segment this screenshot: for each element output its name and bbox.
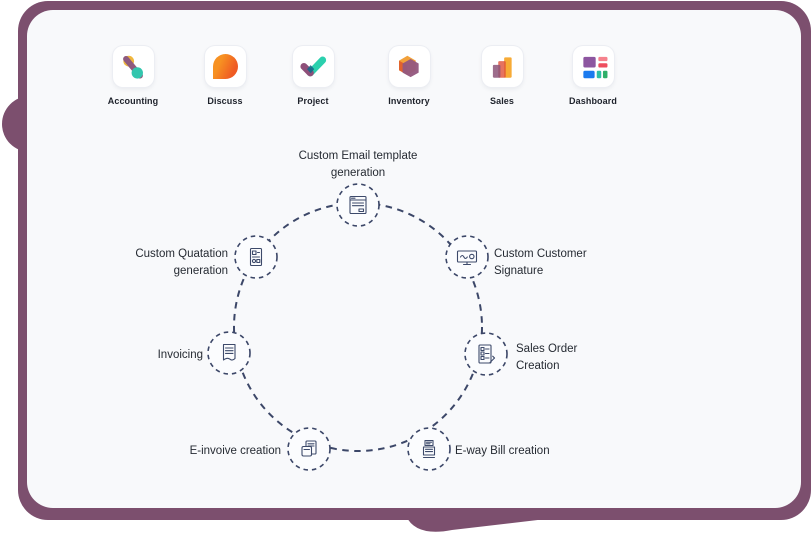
flow-label-quotation: Custom Quatation generation	[135, 246, 228, 280]
flow-label-line: Custom Customer	[494, 248, 587, 260]
discuss-icon	[212, 54, 238, 79]
flow-label-line: Signature	[494, 265, 544, 277]
app-sales[interactable]: Sales	[457, 46, 547, 106]
app-tile[interactable]	[292, 46, 334, 87]
email-template-icon	[349, 195, 367, 215]
e-invoice-icon	[301, 440, 317, 457]
app-label: Dashboard	[569, 96, 617, 106]
app-label: Discuss	[207, 96, 243, 106]
flow-label-eway-bill: E-way Bill creation	[455, 443, 550, 460]
app-accounting[interactable]: Accounting	[88, 46, 178, 106]
flow-ring	[233, 202, 483, 452]
flow-label-sales-order: Sales Order Creation	[516, 341, 577, 375]
flow-label-line: E-invoive creation	[189, 445, 281, 457]
sales-icon	[492, 56, 512, 78]
accounting-icon	[123, 55, 143, 79]
sales-order-icon	[478, 344, 496, 364]
flow-label-line: Creation	[516, 360, 560, 372]
inventory-icon	[399, 55, 419, 77]
app-tile[interactable]	[112, 46, 154, 87]
quotation-icon	[249, 247, 263, 267]
app-tile[interactable]	[481, 46, 523, 87]
app-label: Sales	[489, 96, 515, 106]
app-inventory[interactable]: Inventory	[364, 46, 454, 106]
app-label: Project	[297, 96, 329, 106]
invoicing-icon	[222, 343, 236, 361]
flow-label-line: Custom Quatation	[135, 248, 228, 260]
flow-label-line: Custom Email template	[298, 150, 418, 162]
app-tile[interactable]	[572, 46, 614, 87]
flow-label-line: Invoicing	[157, 349, 203, 361]
flow-label-email-template: Custom Email template generation	[278, 148, 438, 182]
app-label: Accounting	[107, 96, 159, 106]
e-way-bill-icon	[422, 439, 436, 459]
flow-label-invoicing: Invoicing	[158, 347, 203, 364]
flow-label-line: generation	[173, 265, 228, 277]
dashboard-icon	[583, 56, 608, 78]
app-tile[interactable]	[388, 46, 430, 87]
app-project[interactable]: Project	[268, 46, 358, 106]
app-discuss[interactable]: Discuss	[180, 46, 270, 106]
flow-label-line: generation	[330, 167, 386, 179]
customer-signature-icon	[456, 250, 478, 266]
app-tile[interactable]	[204, 46, 246, 87]
app-label: Inventory	[388, 96, 430, 106]
project-icon	[300, 56, 327, 76]
content-card: Accounting Discuss Project	[27, 10, 801, 508]
flow-label-line: Sales Order	[516, 343, 578, 355]
flow-node-ring-email-template	[336, 183, 380, 227]
app-dashboard[interactable]: Dashboard	[548, 46, 638, 106]
flow-label-customer-signature: Custom Customer Signature	[494, 246, 587, 280]
flow-label-einvoice: E-invoive creation	[190, 443, 281, 460]
flow-label-line: E-way Bill creation	[455, 445, 550, 457]
